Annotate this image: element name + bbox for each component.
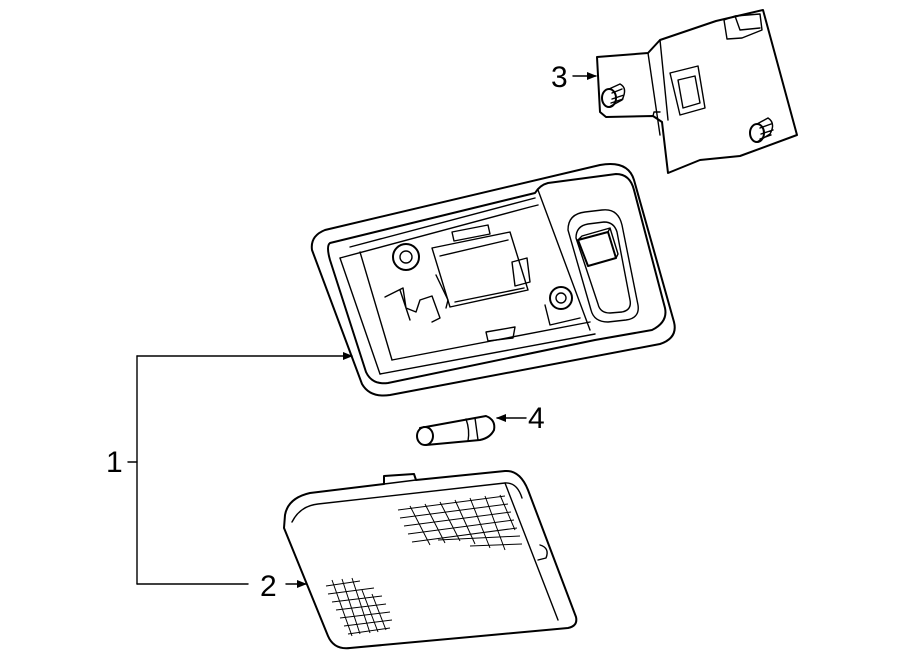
festoon-bulb <box>416 415 496 446</box>
screw-boss-right <box>549 286 573 310</box>
stud-right <box>749 117 774 143</box>
mounting-bracket <box>596 9 798 174</box>
lamp-housing <box>310 163 676 397</box>
leader-lines <box>127 72 597 588</box>
lens-texture-upper <box>397 494 523 551</box>
lamp-switch <box>567 209 639 323</box>
screw-boss-left <box>392 243 420 271</box>
lamp-lens <box>283 469 578 650</box>
callout-1: 1 <box>106 446 123 479</box>
callout-4: 4 <box>528 402 545 435</box>
callout-3: 3 <box>551 61 568 94</box>
lens-texture-lower <box>325 577 393 637</box>
stud-left <box>601 83 626 108</box>
callout-2: 2 <box>260 570 277 603</box>
